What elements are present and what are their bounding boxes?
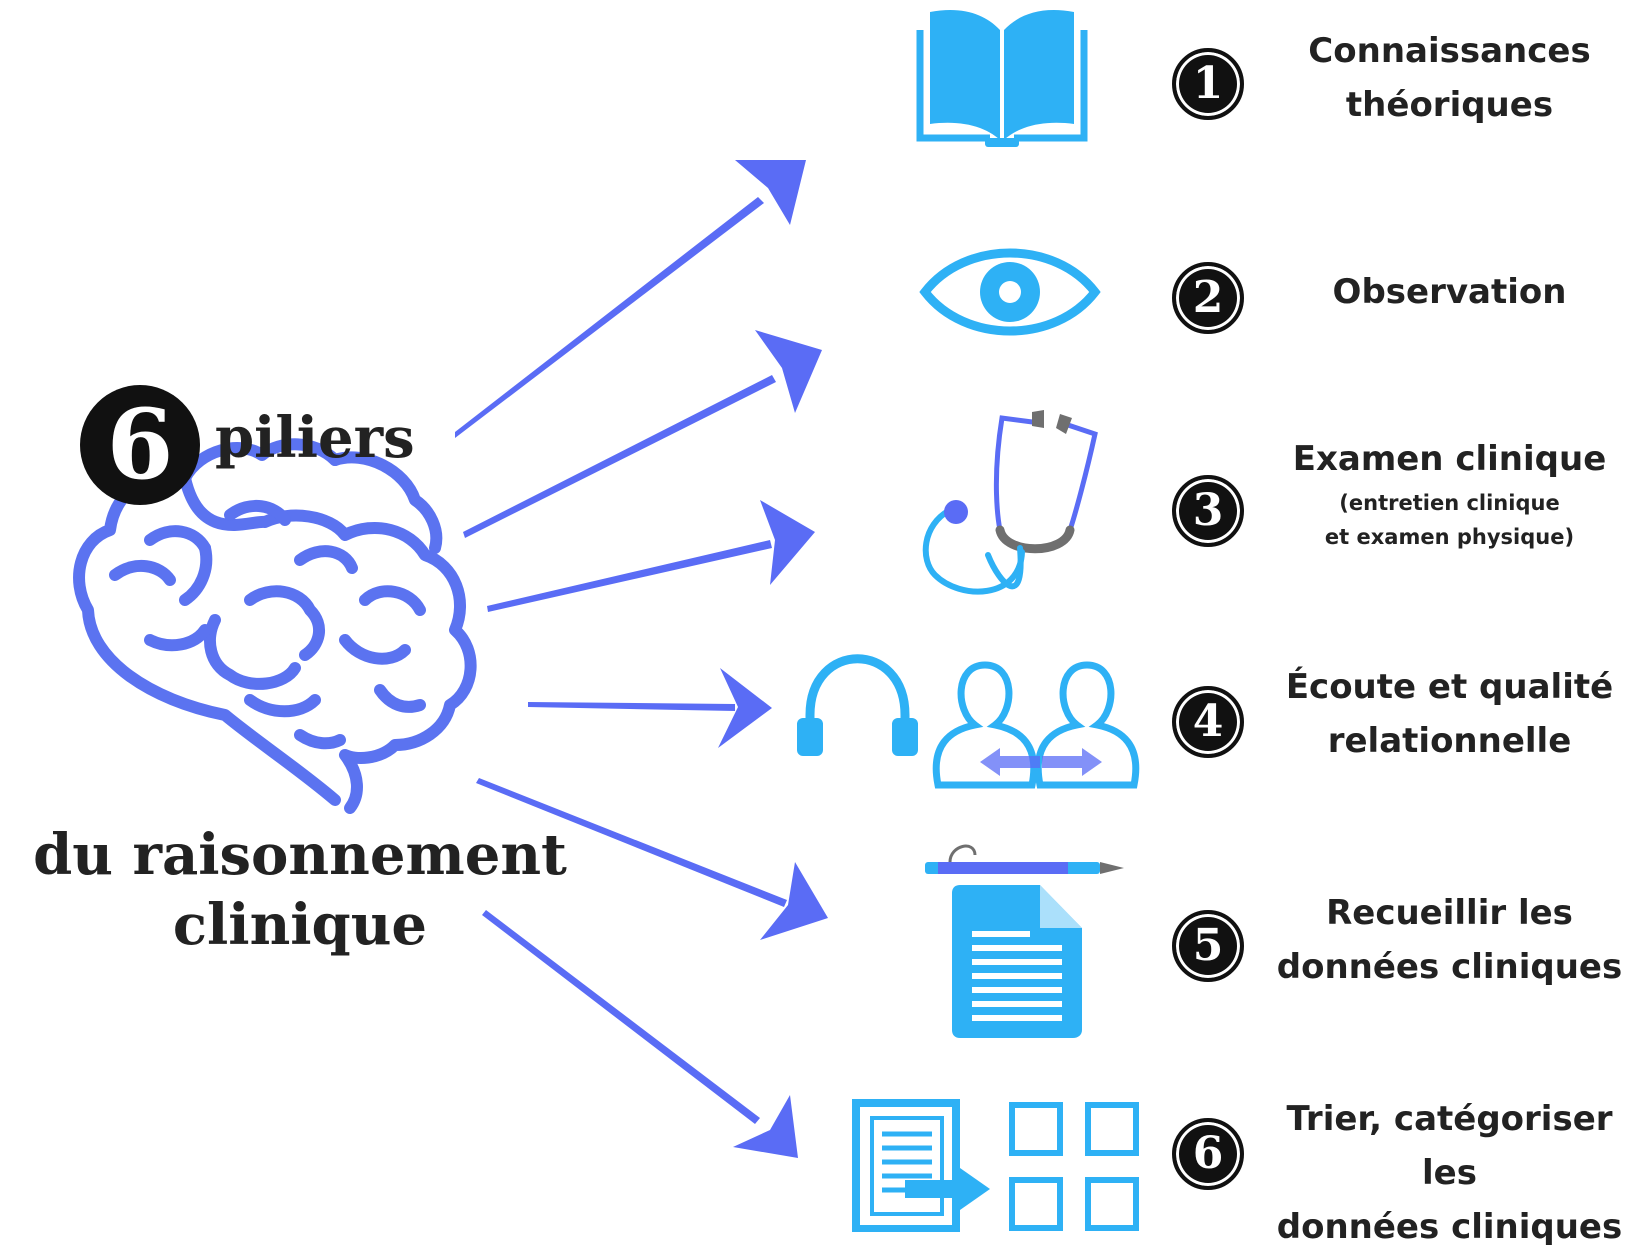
pillar-4: 4 Écoute et qualité relationnelle xyxy=(1162,667,1647,820)
pillar-number-badge: 2 xyxy=(1172,262,1244,334)
pillar-1: 1 Connaissances théoriques xyxy=(1162,0,1647,150)
pillar-number-badge: 4 xyxy=(1172,686,1244,758)
title-number-badge: 6 xyxy=(80,385,200,505)
brain-icon xyxy=(73,438,477,814)
arrow-to-pillar-2 xyxy=(463,330,822,538)
arrow-to-pillar-6 xyxy=(482,910,798,1158)
headphones-and-people-icon xyxy=(797,654,1140,789)
pillar-label: Connaissances théoriques xyxy=(1257,24,1642,132)
pillar-label-line1: Recueillir les xyxy=(1326,893,1573,933)
title-subtitle-line2: clinique xyxy=(172,892,428,958)
pillar-label-line1: Écoute et qualité xyxy=(1285,667,1614,707)
pillar-number-badge: 6 xyxy=(1172,1118,1244,1190)
arrow-to-pillar-5 xyxy=(476,778,828,940)
pillar-label: Observation xyxy=(1257,265,1642,319)
title-subtitle-line1: du raisonnement xyxy=(33,822,567,888)
pillar-label-line2: données cliniques xyxy=(1276,947,1623,987)
pillar-5: 5 Recueillir les données cliniques xyxy=(1162,880,1647,1030)
stethoscope-icon xyxy=(922,410,1098,595)
arrow-to-pillar-4 xyxy=(528,668,772,748)
pillar-label-line1: Examen clinique xyxy=(1292,439,1607,479)
pillar-number-badge: 5 xyxy=(1172,910,1244,982)
title-word: piliers xyxy=(215,405,415,471)
pillar-label: Examen clinique (entretien clinique et e… xyxy=(1257,432,1642,554)
pillar-label: Recueillir les données cliniques xyxy=(1257,886,1642,994)
pillar-label-line2: données cliniques xyxy=(1276,1207,1623,1247)
pillar-label: Trier, catégoriser les données cliniques xyxy=(1257,1092,1642,1254)
arrow-to-pillar-3 xyxy=(487,500,815,612)
pillar-sublabel-line2: et examen physique) xyxy=(1324,525,1575,549)
arrows xyxy=(455,160,828,1158)
pillar-label: Écoute et qualité relationnelle xyxy=(1257,660,1642,768)
open-book-icon xyxy=(916,10,1088,147)
pillar-label-line1: Connaissances xyxy=(1308,31,1591,71)
pillar-label-line1: Trier, catégoriser les xyxy=(1286,1099,1613,1193)
pillar-number-badge: 1 xyxy=(1172,48,1244,120)
pillar-label-line1: Observation xyxy=(1332,272,1567,312)
pillar-6: 6 Trier, catégoriser les données cliniqu… xyxy=(1162,1090,1647,1247)
arrow-to-pillar-1 xyxy=(455,160,806,438)
pillar-label-line2: relationnelle xyxy=(1327,721,1572,761)
title-subtitle: du raisonnement clinique xyxy=(0,820,600,960)
eye-icon xyxy=(919,248,1101,336)
pillar-2: 2 Observation xyxy=(1162,240,1647,390)
pillar-sublabel-line1: (entretien clinique xyxy=(1339,491,1560,515)
sort-into-grid-icon xyxy=(852,1099,1139,1232)
pillar-3: 3 Examen clinique (entretien clinique et… xyxy=(1162,439,1647,590)
pillar-label-line2: théoriques xyxy=(1345,85,1554,125)
document-and-pen-icon xyxy=(925,844,1124,1038)
pillar-number-badge: 3 xyxy=(1172,475,1244,547)
